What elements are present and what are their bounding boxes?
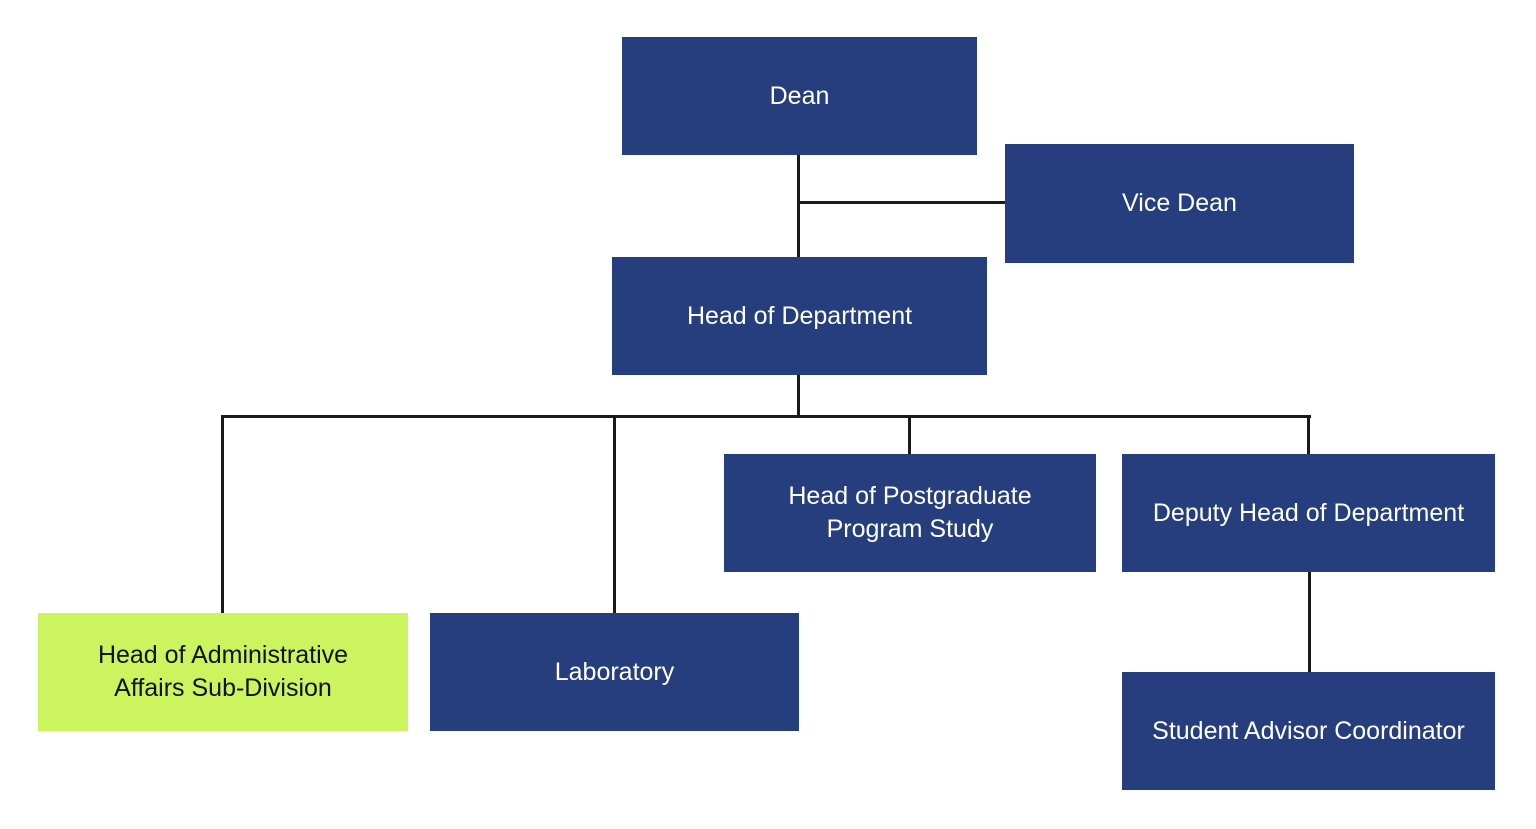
- connector-vice-dean: [797, 201, 1005, 204]
- node-deputy-head[interactable]: Deputy Head of Department: [1122, 454, 1495, 572]
- node-head-postgraduate-label: Head of Postgraduate Program Study: [788, 482, 1032, 543]
- node-head-of-department[interactable]: Head of Department: [612, 257, 987, 375]
- connector-to-postgraduate: [908, 415, 911, 454]
- node-laboratory-label: Laboratory: [554, 657, 675, 686]
- connector-head-down: [797, 375, 800, 417]
- node-head-postgraduate[interactable]: Head of Postgraduate Program Study: [724, 454, 1096, 572]
- connector-deputy-to-advisor: [1308, 572, 1311, 672]
- connector-to-deputy-head: [1307, 415, 1310, 454]
- node-student-advisor[interactable]: Student Advisor Coordinator: [1122, 672, 1495, 790]
- node-dean[interactable]: Dean: [622, 37, 977, 155]
- connector-dean-to-head: [797, 155, 800, 258]
- node-laboratory[interactable]: Laboratory: [430, 613, 799, 731]
- node-head-admin-label: Head of Administrative Affairs Sub-Divis…: [97, 641, 349, 702]
- connector-to-laboratory: [613, 415, 616, 613]
- node-vice-dean-label: Vice Dean: [1122, 189, 1237, 217]
- connector-to-head-admin: [221, 415, 224, 613]
- node-dean-label: Dean: [769, 81, 830, 110]
- node-student-advisor-label: Student Advisor Coordinator: [1152, 716, 1465, 745]
- node-head-admin[interactable]: Head of Administrative Affairs Sub-Divis…: [38, 613, 408, 731]
- node-head-of-department-label: Head of Department: [686, 301, 913, 330]
- node-vice-dean[interactable]: Vice Dean: [1005, 144, 1354, 263]
- node-deputy-head-label: Deputy Head of Department: [1152, 498, 1465, 527]
- connector-horizontal-bus: [221, 415, 1311, 418]
